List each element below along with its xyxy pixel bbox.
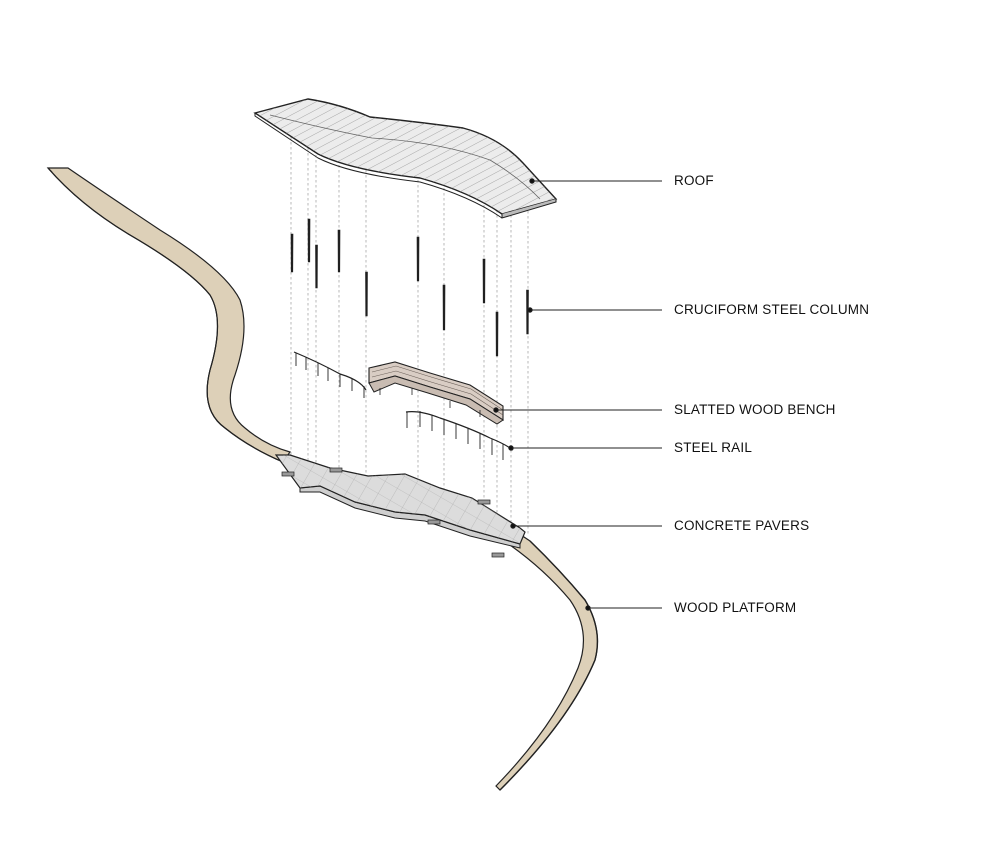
- leader-lines: [493, 178, 662, 611]
- column: [315, 244, 318, 289]
- column: [290, 233, 294, 273]
- concrete-pavers-label: CONCRETE PAVERS: [674, 518, 810, 533]
- roof: [253, 98, 558, 219]
- wood-platform: [46, 167, 599, 791]
- cruciform-steel-column-label: CRUCIFORM STEEL COLUMN: [674, 302, 870, 317]
- cruciform-steel-columns: [290, 218, 529, 357]
- wood-platform-label: WOOD PLATFORM: [674, 600, 797, 615]
- slatted-wood-bench-label: SLATTED WOOD BENCH: [674, 402, 836, 417]
- projection-lines: [290, 132, 529, 535]
- column: [337, 229, 341, 273]
- roof-label: ROOF: [674, 173, 714, 188]
- concrete-pavers: [274, 454, 526, 558]
- steel-rails: [293, 351, 514, 460]
- column: [482, 258, 486, 304]
- column: [495, 311, 499, 357]
- slatted-wood-bench: [368, 361, 504, 425]
- steel-rail-left: [293, 351, 367, 391]
- column: [526, 289, 529, 335]
- column: [442, 284, 446, 331]
- column: [365, 271, 368, 317]
- steel-rail-label: STEEL RAIL: [674, 440, 753, 455]
- column: [307, 218, 311, 263]
- column: [416, 236, 420, 282]
